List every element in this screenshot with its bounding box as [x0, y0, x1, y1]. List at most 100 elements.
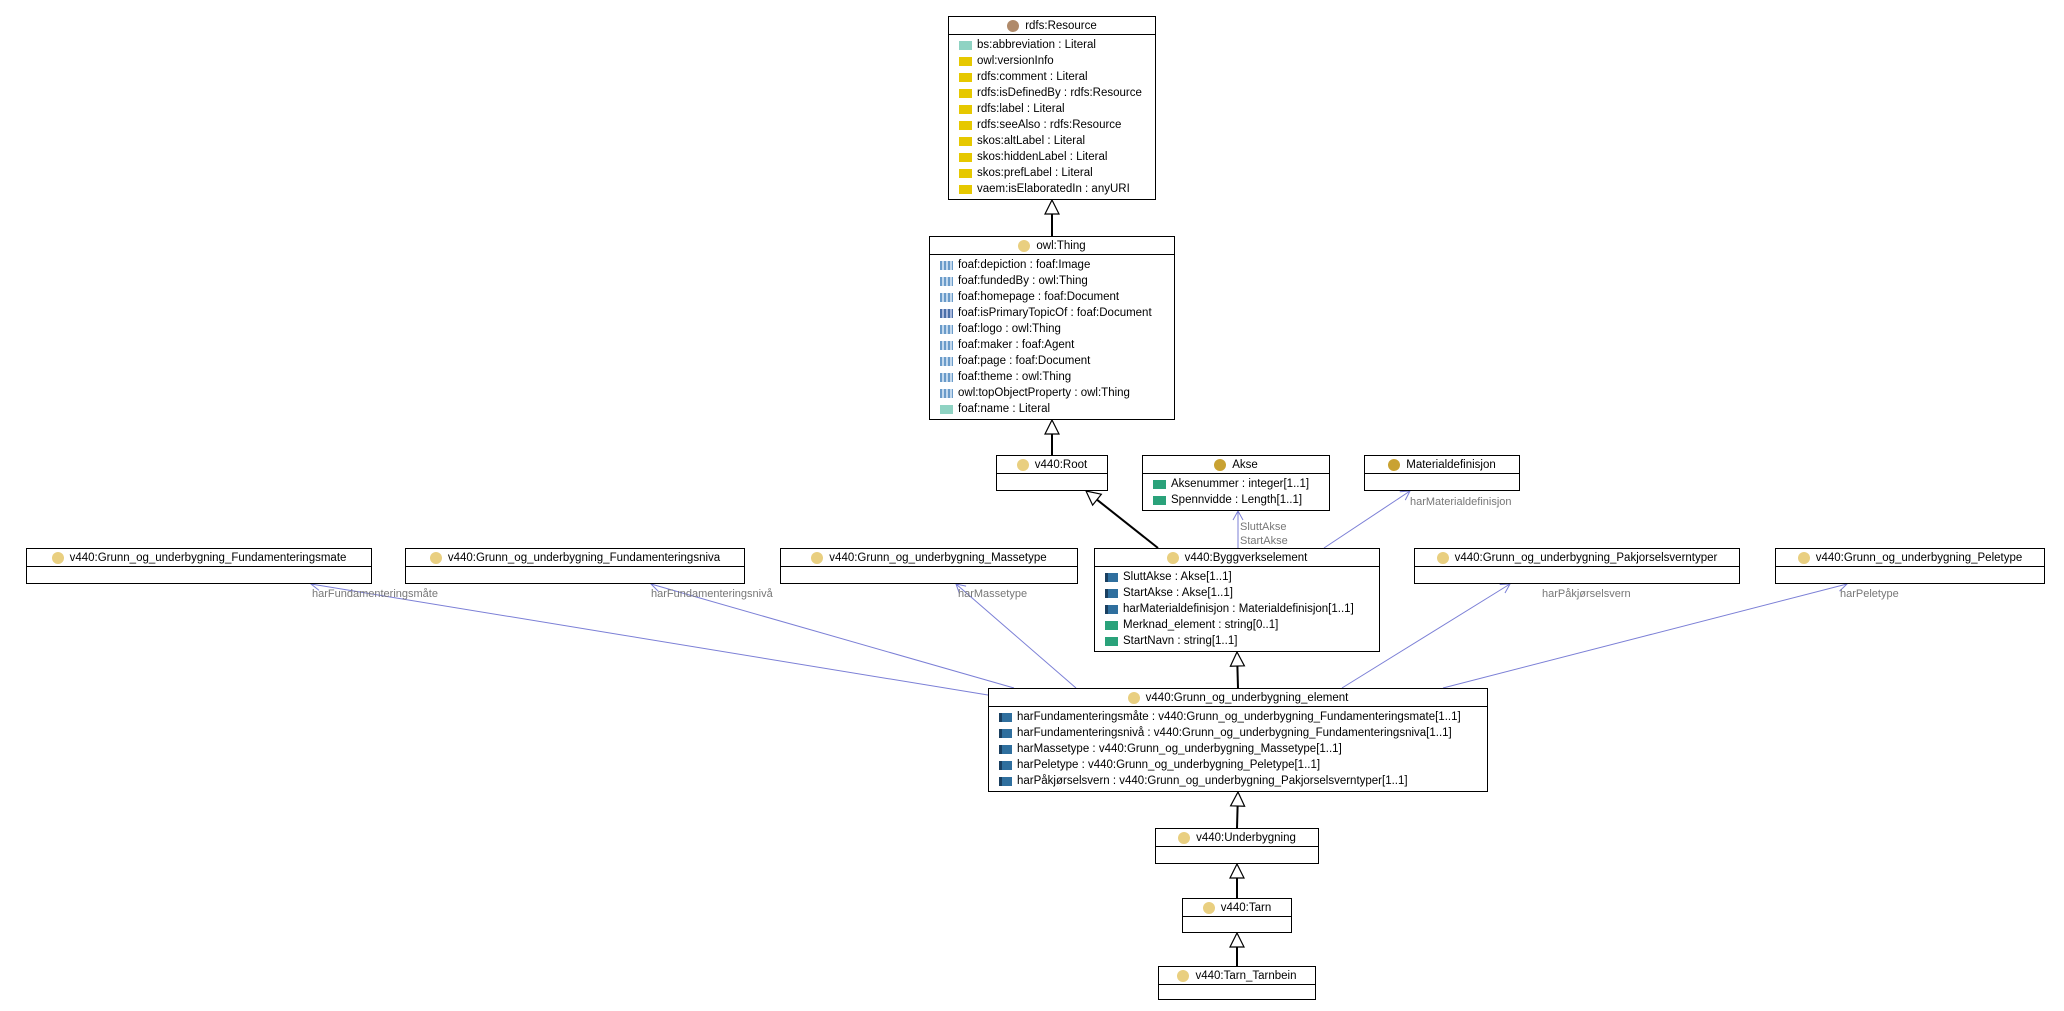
annot-property-icon	[959, 184, 972, 194]
generalization-arrowhead	[1229, 862, 1245, 879]
obj-property-icon	[940, 324, 953, 334]
class-fundamenteringsniva[interactable]: v440:Grunn_og_underbygning_Fundamenterin…	[405, 548, 745, 584]
association-har-massetype-arrowhead	[955, 583, 967, 594]
class-attribute: foaf:maker : foaf:Agent	[940, 337, 1174, 353]
class-title: Materialdefinisjon	[1406, 458, 1496, 471]
class-title: v440:Grunn_og_underbygning_element	[1145, 691, 1349, 704]
class-attribute: StartAkse : Akse[1..1]	[1105, 585, 1379, 601]
attribute-text: harFundamenteringsnivå : v440:Grunn_og_u…	[1017, 727, 1452, 739]
class-materialdefinisjon[interactable]: Materialdefinisjon	[1364, 455, 1520, 491]
class-akse[interactable]: Akse Aksenummer : integer[1..1]Spennvidd…	[1142, 455, 1330, 511]
class-dot-icon	[1388, 458, 1401, 471]
attribute-text: foaf:maker : foaf:Agent	[958, 339, 1075, 351]
class-attribute: Spennvidde : Length[1..1]	[1153, 492, 1329, 508]
blue-property-icon	[999, 760, 1012, 770]
class-title: v440:Grunn_og_underbygning_Fundamenterin…	[69, 551, 347, 564]
association-har-fundamenteringsmate	[310, 583, 995, 697]
attribute-text: skos:hiddenLabel : Literal	[977, 151, 1108, 163]
generalization-edge	[1096, 498, 1159, 549]
class-attribute: harPeletype : v440:Grunn_og_underbygning…	[999, 757, 1487, 773]
attribute-text: foaf:isPrimaryTopicOf : foaf:Document	[958, 307, 1152, 319]
class-peletype[interactable]: v440:Grunn_og_underbygning_Peletype	[1775, 548, 2045, 584]
class-attribute: Aksenummer : integer[1..1]	[1153, 476, 1329, 492]
attribute-text: harMaterialdefinisjon : Materialdefinisj…	[1123, 603, 1354, 615]
attribute-text: harPeletype : v440:Grunn_og_underbygning…	[1017, 759, 1321, 771]
class-grunn-og-underbygning-element[interactable]: v440:Grunn_og_underbygning_element harFu…	[988, 688, 1488, 792]
edge-label-har-fundamenteringsmate: harFundamenteringsmåte	[312, 588, 438, 600]
class-dot-icon	[1202, 901, 1215, 914]
annot-property-icon	[959, 56, 972, 66]
association-har-peletype	[1442, 583, 1848, 689]
class-attribute: harFundamenteringsnivå : v440:Grunn_og_u…	[999, 725, 1487, 741]
class-attribute: harMaterialdefinisjon : Materialdefinisj…	[1105, 601, 1379, 617]
class-fundamenteringsmate[interactable]: v440:Grunn_og_underbygning_Fundamenterin…	[26, 548, 372, 584]
class-attribute: skos:prefLabel : Literal	[959, 165, 1155, 181]
class-title: v440:Byggverkselement	[1184, 551, 1308, 564]
attribute-text: Merknad_element : string[0..1]	[1123, 619, 1279, 631]
association-akse-arrowhead	[1232, 509, 1244, 521]
class-massetype[interactable]: v440:Grunn_og_underbygning_Massetype	[780, 548, 1078, 584]
class-dot-icon	[811, 551, 824, 564]
green-property-icon	[1153, 495, 1166, 505]
class-attribute: foaf:name : Literal	[940, 401, 1174, 417]
blue-property-icon	[999, 728, 1012, 738]
class-attribute: foaf:theme : owl:Thing	[940, 369, 1174, 385]
attribute-text: rdfs:seeAlso : rdfs:Resource	[977, 119, 1122, 131]
edge-label-slutt-akse: SluttAkse	[1240, 521, 1287, 533]
blue-property-icon	[999, 776, 1012, 786]
association-har-fundamenteringsniva	[650, 583, 1015, 689]
green-property-icon	[1153, 479, 1166, 489]
class-attribute: skos:altLabel : Literal	[959, 133, 1155, 149]
class-attribute: owl:topObjectProperty : owl:Thing	[940, 385, 1174, 401]
class-title: v440:Tarn_Tarnbein	[1195, 969, 1297, 982]
annot-property-icon	[959, 136, 972, 146]
class-dot-icon	[1177, 969, 1190, 982]
class-title: v440:Underbygning	[1196, 831, 1296, 844]
annot-property-icon	[959, 88, 972, 98]
class-attribute: rdfs:comment : Literal	[959, 69, 1155, 85]
literal-property-icon	[940, 404, 953, 414]
attribute-text: Spennvidde : Length[1..1]	[1171, 494, 1303, 506]
class-attribute: foaf:page : foaf:Document	[940, 353, 1174, 369]
class-tarn[interactable]: v440:Tarn	[1182, 898, 1292, 933]
class-byggverkselement[interactable]: v440:Byggverkselement SluttAkse : Akse[1…	[1094, 548, 1380, 652]
edge-label-har-materialdefinisjon: harMaterialdefinisjon	[1410, 496, 1512, 508]
generalization-arrowhead	[1229, 790, 1246, 807]
annot-property-icon	[959, 72, 972, 82]
attribute-text: foaf:homepage : foaf:Document	[958, 291, 1120, 303]
class-attribute: bs:abbreviation : Literal	[959, 37, 1155, 53]
class-dot-icon	[1166, 551, 1179, 564]
class-dot-icon	[1436, 551, 1449, 564]
class-v440-root[interactable]: v440:Root	[996, 455, 1108, 491]
generalization-arrowhead	[1044, 198, 1060, 215]
attribute-text: rdfs:comment : Literal	[977, 71, 1088, 83]
generalization-edge	[1236, 805, 1239, 829]
class-title: v440:Tarn	[1220, 901, 1272, 914]
class-attribute: foaf:depiction : foaf:Image	[940, 257, 1174, 273]
blue-property-icon	[1105, 588, 1118, 598]
class-title: rdfs:Resource	[1025, 19, 1097, 32]
obj-property-icon	[940, 356, 953, 366]
annot-property-icon	[959, 120, 972, 130]
attribute-text: bs:abbreviation : Literal	[977, 39, 1096, 51]
generalization-arrowhead	[1229, 650, 1246, 667]
class-dot-icon	[51, 551, 64, 564]
attribute-text: StartNavn : string[1..1]	[1123, 635, 1238, 647]
green-property-icon	[1105, 636, 1118, 646]
green-property-icon	[1105, 620, 1118, 630]
generalization-edge	[1236, 665, 1239, 689]
class-attribute: vaem:isElaboratedIn : anyURI	[959, 181, 1155, 197]
attribute-text: SluttAkse : Akse[1..1]	[1123, 571, 1232, 583]
class-tarn-tarnbein[interactable]: v440:Tarn_Tarnbein	[1158, 966, 1316, 1000]
edge-label-har-fundamenteringsniva: harFundamenteringsnivå	[651, 588, 773, 600]
class-pakjorselsverntyper[interactable]: v440:Grunn_og_underbygning_Pakjorselsver…	[1414, 548, 1740, 584]
blue-property-icon	[1105, 604, 1118, 614]
class-attribute: foaf:isPrimaryTopicOf : foaf:Document	[940, 305, 1174, 321]
class-attribute: rdfs:seeAlso : rdfs:Resource	[959, 117, 1155, 133]
class-underbygning[interactable]: v440:Underbygning	[1155, 828, 1319, 864]
class-title: v440:Grunn_og_underbygning_Peletype	[1815, 551, 2023, 564]
class-dot-icon	[1018, 239, 1031, 252]
